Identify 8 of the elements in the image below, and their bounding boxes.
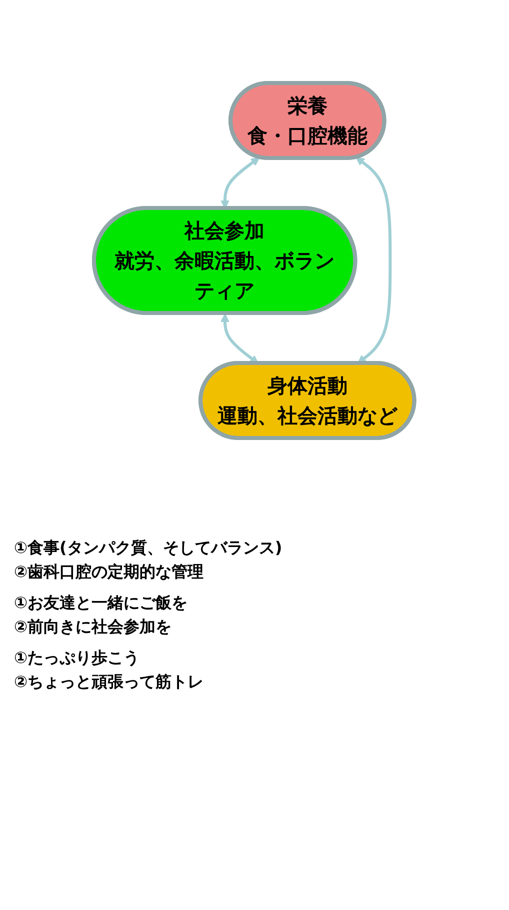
arrow (356, 156, 392, 364)
node-note: ①食事(タンパク質、そしてバランス) (14, 538, 284, 559)
node-note: ①たっぷり歩こう (14, 648, 141, 669)
arrow (220, 313, 259, 364)
node-note: ②前向きに社会参加を (14, 617, 173, 638)
node-note: ②歯科口腔の定期的な管理 (14, 562, 205, 583)
node-note: ②ちょっと頑張って筋トレ (14, 672, 205, 693)
node-note: ①お友達と一緒にご飯を (14, 593, 189, 614)
